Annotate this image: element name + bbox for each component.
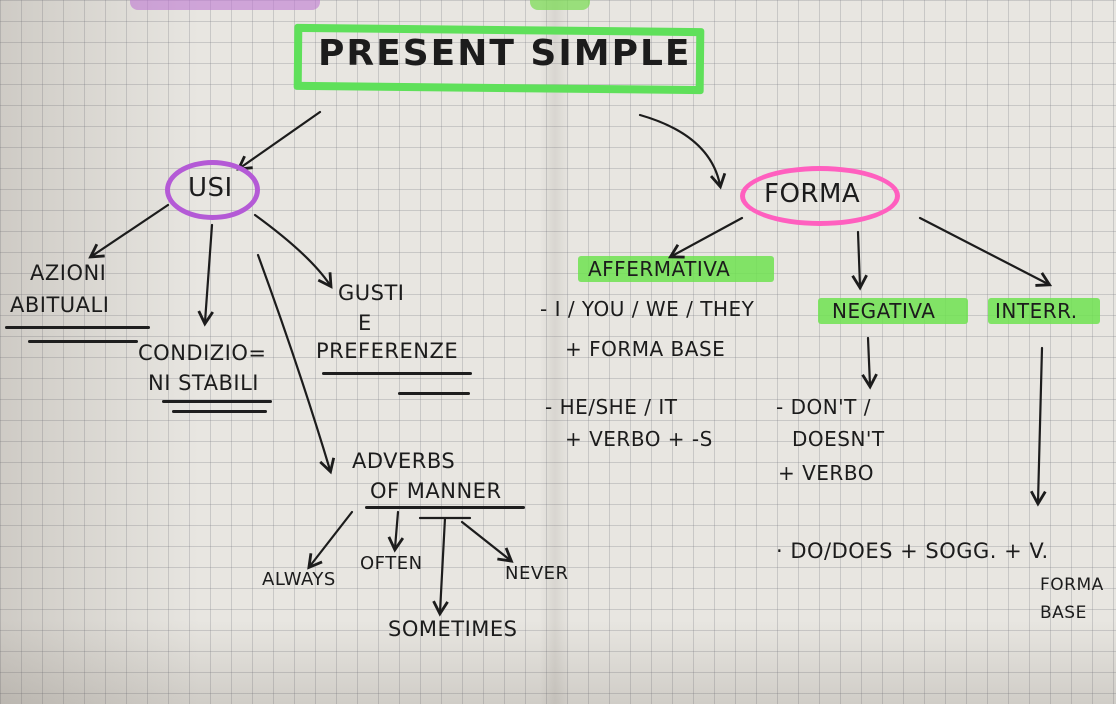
negativa-highlight: [818, 298, 968, 324]
interr-label: INTERR.: [995, 299, 1078, 323]
forma-label: FORMA: [764, 179, 861, 209]
arrow-forma-to-affermativa: [667, 216, 744, 259]
gusti-line1: GUSTI: [338, 281, 405, 305]
affermativa-highlight: [578, 256, 774, 282]
arrow-adverbs-to-sometimes: [418, 516, 472, 612]
interr-line1: · DO/DOES + SOGG. + V.: [776, 539, 1049, 563]
adverb-often: OFTEN: [360, 553, 423, 574]
arrow-interr-to-do: [1029, 346, 1047, 507]
adverbs-line1: ADVERBS: [352, 449, 456, 473]
top-green-scribble: [530, 0, 590, 10]
arrow-forma-to-interr: [918, 216, 1053, 287]
azioni-underline: [5, 326, 150, 329]
condizioni-line1: CONDIZIO=: [138, 341, 267, 365]
affermativa-line1: - I / YOU / WE / THEY: [540, 297, 755, 321]
adverbs-line2: OF MANNER: [370, 479, 502, 503]
forma-circle: [740, 166, 900, 226]
usi-circle: [165, 160, 260, 220]
gusti-line3: PREFERENZE: [316, 339, 459, 363]
adverb-sometimes: SOMETIMES: [388, 617, 518, 641]
affermativa-line2: + FORMA BASE: [565, 337, 726, 361]
negativa-line3: + VERBO: [778, 461, 874, 485]
arrow-usi-to-gusti: [253, 213, 333, 289]
adverbs-underline: [365, 506, 525, 509]
arrow-usi-to-adverbs: [256, 253, 336, 475]
adverb-always: ALWAYS: [262, 569, 336, 590]
interr-highlight: [988, 298, 1100, 324]
condizioni-underline-2: [172, 410, 267, 413]
azioni-line1: AZIONI: [30, 261, 107, 285]
arrow-usi-to-condizioni: [197, 223, 214, 327]
gusti-underline: [322, 372, 472, 375]
page-title: PRESENT SIMPLE: [318, 33, 692, 74]
arrow-title-to-usi: [236, 110, 322, 171]
negativa-line1: - DON'T /: [776, 395, 871, 419]
negativa-line2: DOESN'T: [792, 427, 885, 451]
gusti-line2: E: [358, 311, 372, 335]
arrow-forma-to-negativa: [851, 230, 868, 291]
negativa-label: NEGATIVA: [832, 299, 936, 323]
azioni-line2: ABITUALI: [10, 293, 110, 317]
azioni-underline-2: [28, 340, 138, 343]
condizioni-line2: NI STABILI: [148, 371, 259, 395]
affermativa-label: AFFERMATIVA: [588, 257, 731, 281]
interr-line3: BASE: [1040, 603, 1087, 623]
top-purple-scribble: [130, 0, 320, 10]
arrow-title-to-forma: [638, 113, 727, 190]
interr-line2: FORMA: [1040, 575, 1104, 595]
arrow-adverbs-to-always: [307, 510, 354, 570]
affermativa-line4: + VERBO + -S: [565, 427, 713, 451]
arrow-negativa-to-dont: [861, 336, 878, 390]
gusti-underline-2: [398, 392, 470, 395]
arrow-adverbs-to-often: [387, 510, 405, 553]
affermativa-line3: - HE/SHE / IT: [545, 395, 678, 419]
arrow-adverbs-to-never: [460, 520, 514, 563]
condizioni-underline: [162, 400, 272, 403]
adverb-never: NEVER: [505, 563, 569, 584]
usi-label: USI: [188, 173, 233, 203]
arrow-usi-to-azioni: [88, 203, 170, 259]
